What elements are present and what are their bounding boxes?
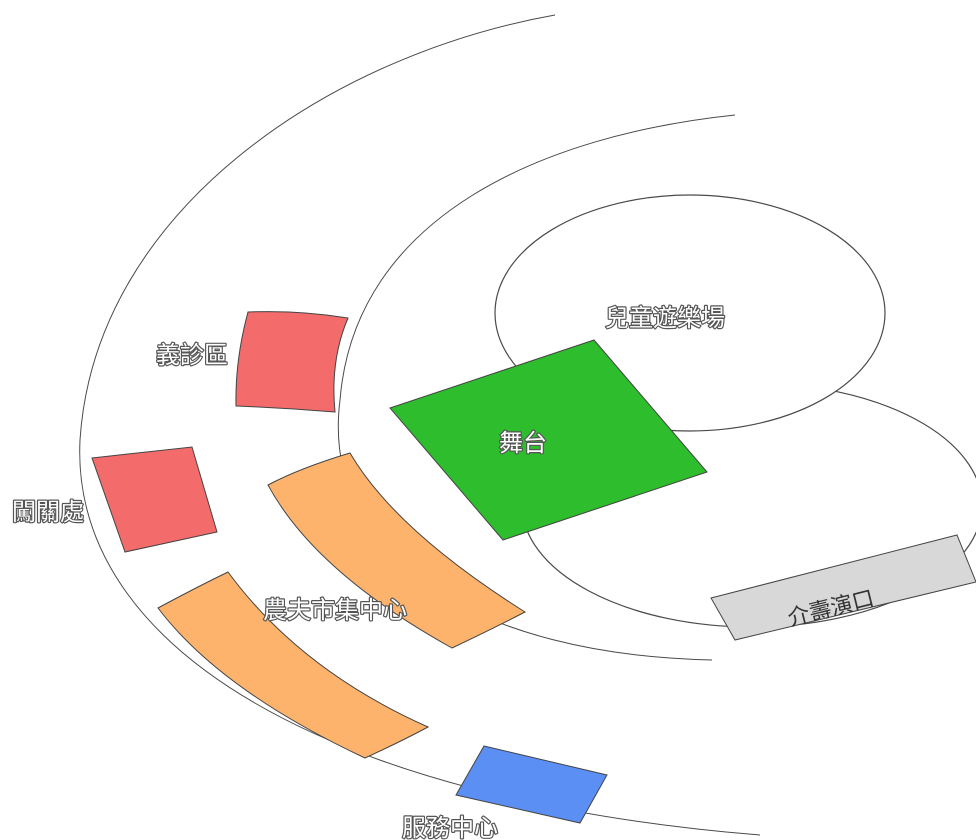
checkpoint-booth[interactable] (91, 446, 218, 553)
clinic-booth[interactable] (235, 311, 349, 413)
farmers-market-lower-booth[interactable] (157, 571, 430, 759)
inner-ring-arc (337, 114, 736, 661)
speech-entrance-box[interactable] (710, 534, 976, 641)
stage-label: 舞台 (499, 429, 547, 457)
service-center-booth[interactable] (455, 745, 608, 824)
clinic-label: 義診區 (156, 341, 228, 369)
farmers-market-label: 農夫市集中心 (263, 596, 407, 624)
checkpoint-label: 闖關處 (12, 498, 84, 526)
farmers-market-upper-booth[interactable] (267, 452, 527, 649)
outer-ring-arc (79, 14, 761, 836)
playground-label: 兒童遊樂場 (605, 304, 725, 332)
stage-area[interactable] (389, 339, 708, 541)
service-center-label: 服務中心 (402, 814, 498, 840)
